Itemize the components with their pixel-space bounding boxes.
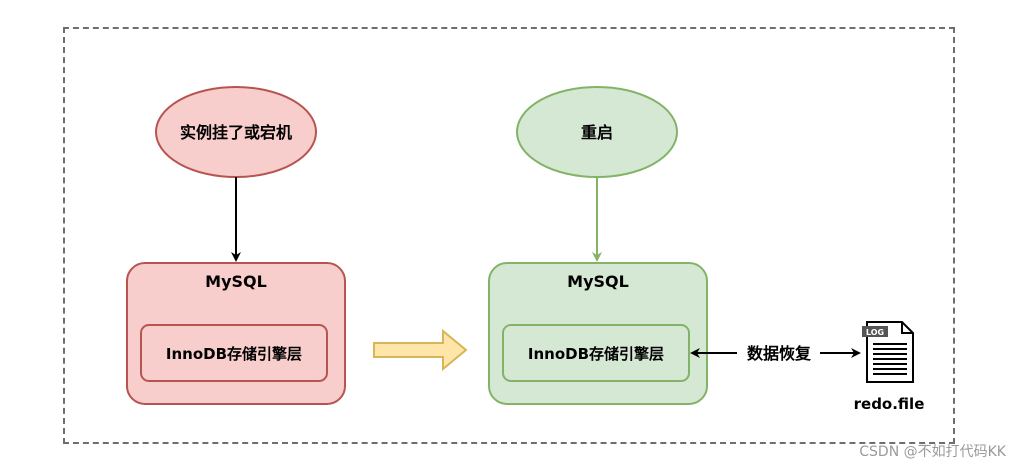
log-badge [862, 326, 888, 337]
crash-node: 实例挂了或宕机 [155, 86, 317, 178]
left-mysql-box: MySQL InnoDB存储引擎层 [126, 262, 346, 405]
left-innodb-label: InnoDB存储引擎层 [166, 345, 302, 363]
redo-file-label: redo.file [854, 395, 925, 413]
right-innodb-box [502, 324, 690, 382]
transition-arrow [373, 328, 468, 372]
right-mysql-box: MySQL InnoDB存储引擎层 [488, 262, 708, 405]
left-mysql-label: MySQL [205, 272, 267, 291]
restart-node: 重启 [516, 86, 678, 178]
crash-label: 实例挂了或宕机 [180, 123, 292, 142]
dashed-frame [63, 27, 955, 444]
log-file-icon: LOG [862, 321, 914, 383]
right-mysql-label: MySQL [567, 272, 629, 291]
log-badge-text: LOG [866, 328, 884, 337]
watermark: CSDN @不如打代码KK [859, 444, 1006, 460]
right-innodb-label: InnoDB存储引擎层 [528, 345, 664, 363]
left-innodb-box [140, 324, 328, 382]
restart-label: 重启 [581, 123, 613, 142]
recovery-label: 数据恢复 [747, 344, 812, 363]
